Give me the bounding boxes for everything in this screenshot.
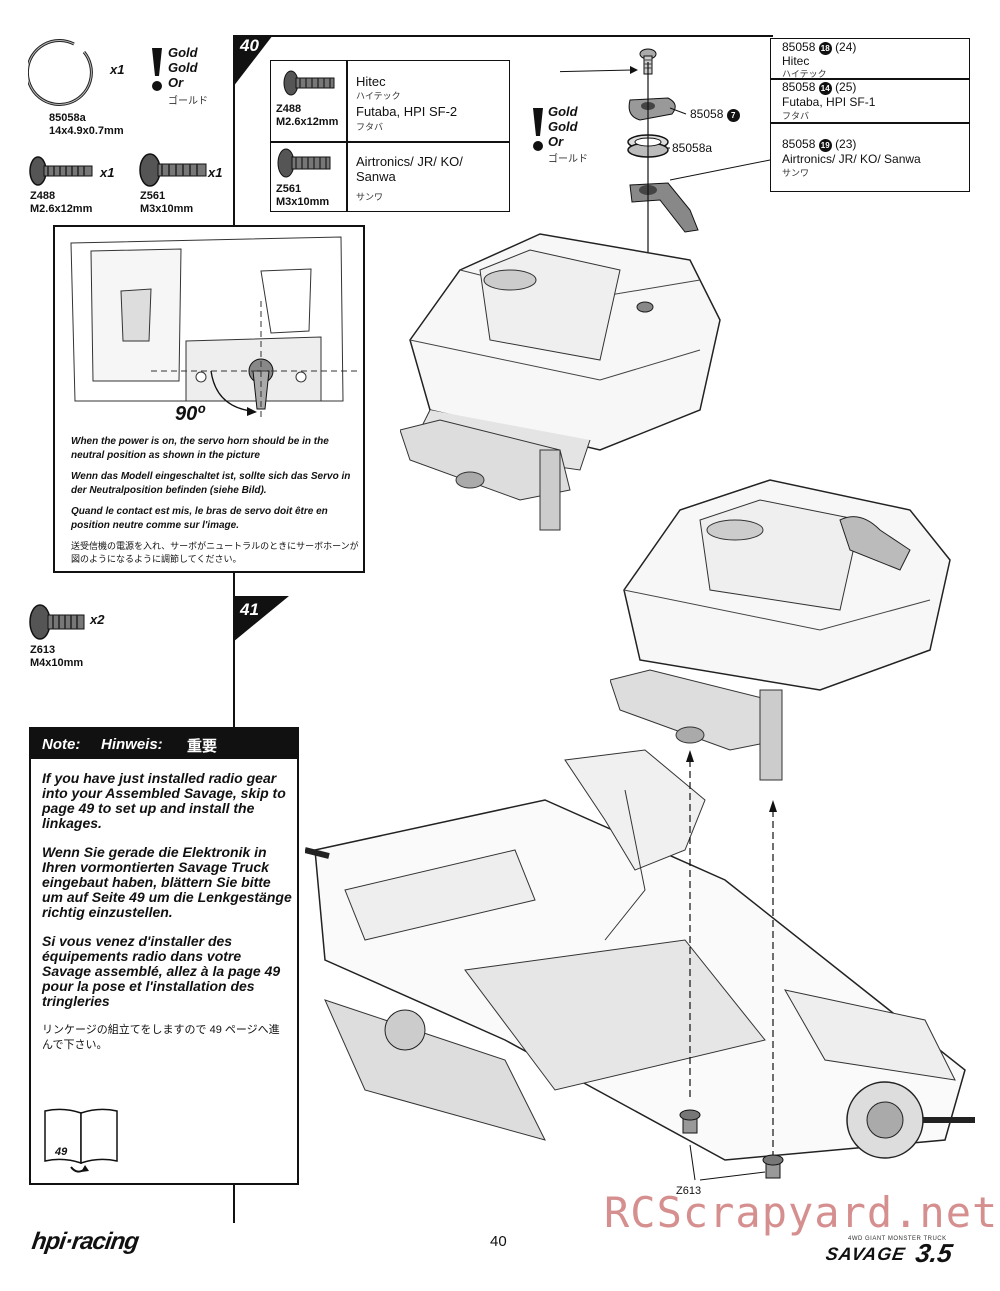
page-number: 40: [490, 1233, 507, 1250]
screw-z488-size: M2.6x12mm: [30, 203, 93, 215]
step41-tag: [233, 596, 289, 642]
table-brand-airtronics: Airtronics/ JR/ KO/ Sanwa: [356, 154, 463, 184]
table-brand-futaba: Futaba, HPI SF-2: [356, 104, 458, 119]
note-text-en: If you have just installed radio gear in…: [42, 770, 286, 831]
horn-label-num: 7: [726, 109, 740, 122]
note-text-de: Wenn Sie gerade die Elektronik in Ihren …: [42, 844, 292, 920]
ring-code: 85058a: [49, 112, 86, 124]
screw-z561-size: M3x10mm: [140, 203, 194, 215]
angle-label: 90º: [175, 403, 205, 425]
step40-tag: [233, 35, 273, 87]
note-body: If you have just installed radio gear in…: [42, 771, 294, 1053]
screw-z488-code: Z488: [30, 190, 56, 202]
note-box: Note: Hinweis: 重要 If you have just insta…: [29, 727, 299, 1185]
gold-de: Gold: [168, 60, 198, 75]
book-icon: [44, 1108, 118, 1173]
gold-de-2: Gold: [548, 119, 578, 134]
receiver-box-assembly-41: [610, 479, 951, 781]
rcscrapyard-watermark: RCScrapyard.net: [604, 1188, 999, 1237]
chassis-assembly-diagram: [305, 749, 975, 1181]
servo-top-view-diagram: [70, 236, 357, 421]
horn-teeth-1: (24): [835, 40, 857, 54]
table-z488-size: M2.6x12mm: [276, 116, 339, 128]
screw-z613-qty: x2: [90, 612, 105, 627]
receiver-box-assembly-40: [400, 233, 721, 531]
screw-z613-code: Z613: [30, 644, 56, 656]
screw-z613-size: M4x10mm: [30, 657, 84, 669]
step40-top-rule: [233, 35, 773, 37]
horn-jp-1: ハイテック: [782, 69, 827, 79]
inset-text-en: When the power is on, the servo horn sho…: [71, 436, 329, 461]
note-header-de: Hinweis:: [101, 736, 163, 753]
table-z561-size: M3x10mm: [276, 196, 330, 208]
hpi-racing-logo: hpi·racing: [30, 1228, 140, 1255]
inset-text-jp: 送受信機の電源を入れ、サーボがニュートラルのときにサーボホーンが図のようになるよ…: [71, 541, 359, 564]
neutral-position-inset: 90º When the power is on, the servo horn…: [53, 225, 365, 573]
table-brand-airtronics-jp: サンワ: [356, 192, 384, 202]
screw-z488-qty: x1: [100, 165, 115, 180]
horn-row-2: 85058 14 (25): [782, 81, 856, 95]
step41-number: 41: [240, 600, 259, 619]
horn-num-1: 18: [818, 42, 832, 55]
table-z488-code: Z488: [276, 103, 302, 115]
inset-text-fr: Quand le contact est mis, le bras de ser…: [71, 506, 328, 531]
horn-jp-3: サンワ: [782, 168, 810, 178]
exclamation-icon: [152, 48, 162, 91]
gold-fr: Or: [168, 75, 184, 90]
table-brand-futaba-jp: フタバ: [356, 122, 384, 132]
savage-logo-version: 3.5: [913, 1238, 955, 1268]
horn-code-1: 85058: [782, 40, 816, 54]
inset-text-de: Wenn das Modell eingeschaltet ist, sollt…: [71, 471, 351, 496]
screw-z488-icon: [29, 156, 93, 186]
note-header-en: Note:: [42, 736, 81, 753]
screw-z613-icon: [29, 604, 85, 640]
savage-logo-tagline: 4WD GIANT MONSTER TRUCK: [848, 1236, 947, 1242]
note-text-jp: リンケージの組立てをしますので 49 ページへ進んで下さい。: [42, 1024, 280, 1051]
horn-brand-1: Hitec: [782, 54, 810, 68]
horn-label: 85058 7: [690, 107, 740, 122]
exclamation-icon: [533, 108, 543, 151]
gold-en-2: Gold: [548, 104, 578, 119]
screw-z561-icon: [277, 148, 331, 178]
ring-qty: x1: [110, 62, 125, 77]
horn-row-1: 85058 18 (24): [782, 41, 856, 55]
note-text-fr: Si vous venez d'installer des équipement…: [42, 933, 281, 1009]
table-brand-hitec-jp: ハイテック: [356, 91, 401, 101]
gold-jp-2: ゴールド: [548, 154, 588, 165]
horn-row-3: 85058 19 (23): [782, 138, 856, 152]
horn-label-code: 85058: [690, 107, 724, 121]
horn-code-2: 85058: [782, 80, 816, 94]
screw-z561-qty: x1: [208, 165, 223, 180]
note-header-jp: 重要: [187, 738, 218, 755]
horn-num-2: 14: [818, 82, 832, 95]
ring-label: 85058a: [672, 141, 713, 155]
book-page-number: 49: [55, 1146, 68, 1158]
gold-jp: ゴールド: [168, 96, 208, 107]
gold-en: Gold: [168, 45, 198, 60]
ring-icon: [28, 39, 93, 106]
horn-jp-2: フタバ: [782, 111, 810, 121]
horn-num-3: 19: [818, 139, 832, 152]
screw-z488-icon: [283, 70, 335, 96]
servo-horn-exploded-diagram: [560, 48, 771, 314]
savage-logo-text: SAVAGE: [824, 1244, 908, 1264]
ring-size: 14x4.9x0.7mm: [49, 125, 124, 137]
table-z561-code: Z561: [276, 183, 302, 195]
z613-callout: Z613: [676, 1185, 702, 1197]
screw-z561-icon: [139, 153, 207, 187]
screw-z561-code: Z561: [140, 190, 166, 202]
savage-logo: 4WD GIANT MONSTER TRUCK SAVAGE 3.5: [824, 1236, 968, 1270]
table-brand-hitec: Hitec: [356, 74, 386, 89]
gold-fr-2: Or: [548, 134, 564, 149]
note-header: [31, 729, 297, 759]
horn-code-3: 85058: [782, 137, 816, 151]
horn-brand-3: Airtronics/ JR/ KO/ Sanwa: [782, 152, 921, 166]
horn-teeth-2: (25): [835, 80, 857, 94]
step40-number: 40: [240, 36, 259, 55]
horn-brand-2: Futaba, HPI SF-1: [782, 95, 876, 109]
horn-teeth-3: (23): [835, 137, 857, 151]
